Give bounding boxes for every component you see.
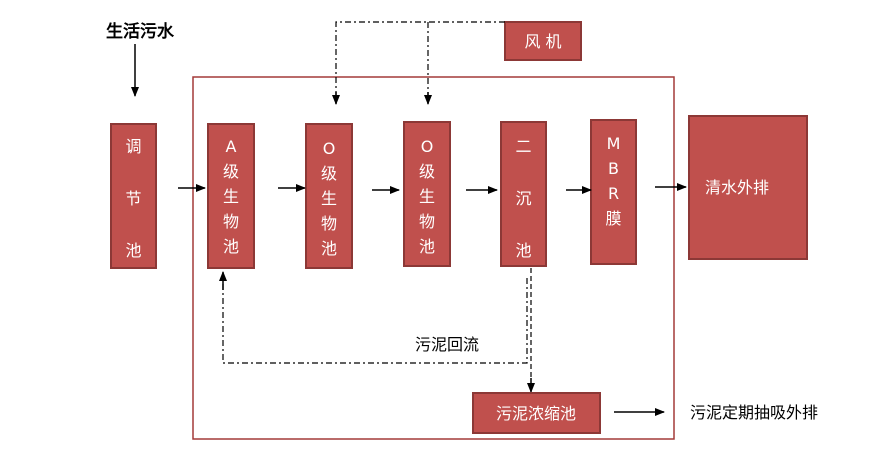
a-stage-tank-char: A: [226, 137, 237, 156]
a-stage-tank-char: 池: [223, 237, 239, 256]
regulating-tank: 调节池: [110, 123, 157, 269]
sludge-return-line: [222, 278, 528, 364]
sludge-return-label: 污泥回流: [415, 335, 479, 354]
mbr-membrane-char: 膜: [605, 209, 621, 228]
mbr-membrane-char: M: [607, 134, 621, 153]
secondary-clarifier-char: 沉: [515, 189, 531, 208]
aeration-line-1: [335, 21, 505, 103]
blower-label: 风 机: [524, 32, 561, 51]
system-boundary-frame: [192, 76, 675, 440]
a-stage-tank-char: 生: [223, 187, 239, 206]
regulating-tank-char: 池: [125, 241, 141, 260]
sludge-disposal-label: 污泥定期抽吸外排: [690, 403, 818, 422]
sludge-thickener-box: [472, 392, 601, 434]
a-stage-tank-box: [207, 123, 255, 269]
secondary-clarifier: 二沉池: [500, 121, 547, 267]
regulating-tank-char: 调: [125, 137, 141, 156]
o-stage-tank-2-char: 生: [419, 187, 435, 206]
input-label: 生活污水: [106, 21, 175, 42]
o-stage-tank-1-char: 生: [321, 189, 337, 208]
sludge-thickener-label: 污泥浓缩池: [496, 404, 576, 423]
o-stage-tank-2-box: [403, 121, 451, 267]
secondary-clarifier-box: [500, 121, 547, 267]
o-stage-tank-1-char: O: [323, 139, 336, 158]
o-stage-tank-2-char: 池: [419, 237, 435, 256]
o-stage-tank-1-char: 池: [321, 239, 337, 258]
o-stage-tank-2-char: 级: [419, 162, 435, 181]
secondary-clarifier-char: 池: [515, 241, 531, 260]
regulating-tank-char: 节: [125, 189, 141, 208]
secondary-clarifier-char: 二: [515, 137, 531, 156]
clear-water-label: 清水外排: [705, 178, 769, 197]
mbr-membrane-char: R: [608, 184, 619, 203]
o-stage-tank-2-char: O: [421, 137, 434, 156]
regulating-tank-box: [110, 123, 157, 269]
o-stage-tank-1-box: [305, 123, 353, 269]
mbr-membrane-char: B: [608, 159, 619, 178]
a-stage-tank-char: 级: [223, 162, 239, 181]
clear-water-box: [688, 115, 808, 260]
o-stage-tank-2-char: 物: [419, 212, 435, 231]
o-stage-tank-1-char: 级: [321, 164, 337, 183]
a-stage-tank-char: 物: [223, 212, 239, 231]
blower-box: [504, 21, 582, 61]
o-stage-tank-1-char: 物: [321, 214, 337, 233]
